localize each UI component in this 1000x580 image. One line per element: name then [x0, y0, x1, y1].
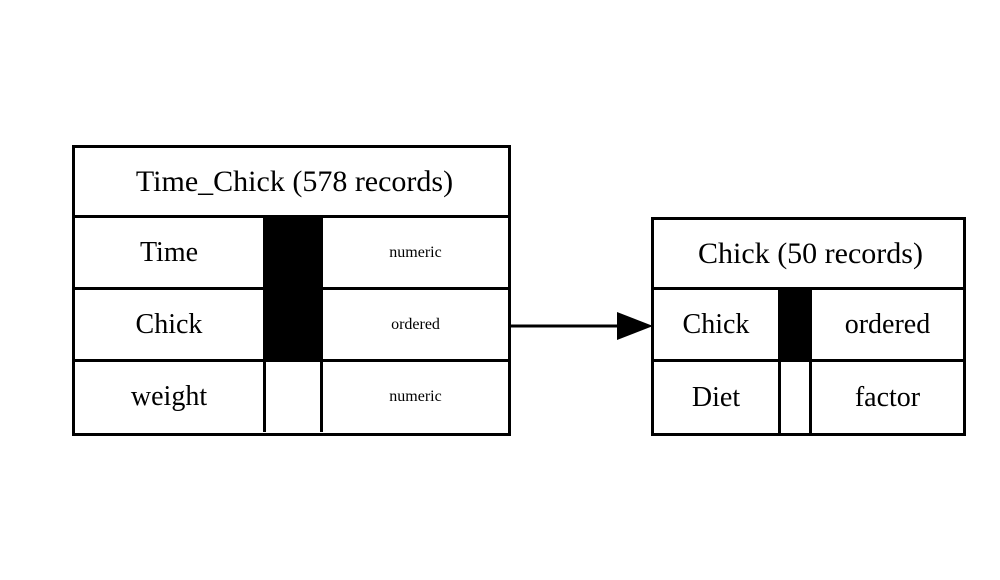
key-marker-icon: [266, 290, 323, 359]
field-type: ordered: [323, 290, 508, 359]
table-chick[interactable]: Chick (50 records) Chick ordered Diet fa…: [651, 217, 966, 436]
arrow-head: [617, 312, 653, 340]
key-marker-icon: [266, 362, 323, 432]
field-type: numeric: [323, 362, 508, 432]
arrow-right-icon: [508, 312, 653, 340]
table-time-chick[interactable]: Time_Chick (578 records) Time numeric Ch…: [72, 145, 511, 436]
table-row[interactable]: Time numeric: [75, 218, 508, 290]
field-name: weight: [75, 362, 266, 432]
table-time-chick-title: Time_Chick (578 records): [75, 148, 508, 218]
table-chick-title: Chick (50 records): [654, 220, 963, 290]
table-row[interactable]: Chick ordered: [654, 290, 963, 362]
table-row[interactable]: weight numeric: [75, 362, 508, 432]
field-type: ordered: [812, 290, 963, 359]
key-marker-icon: [781, 290, 812, 359]
field-type: factor: [812, 362, 963, 433]
field-name: Diet: [654, 362, 781, 433]
field-name: Time: [75, 218, 266, 287]
field-type: numeric: [323, 218, 508, 287]
field-name: Chick: [75, 290, 266, 359]
table-row[interactable]: Diet factor: [654, 362, 963, 433]
field-name: Chick: [654, 290, 781, 359]
key-marker-icon: [266, 218, 323, 287]
key-marker-icon: [781, 362, 812, 433]
table-row[interactable]: Chick ordered: [75, 290, 508, 362]
